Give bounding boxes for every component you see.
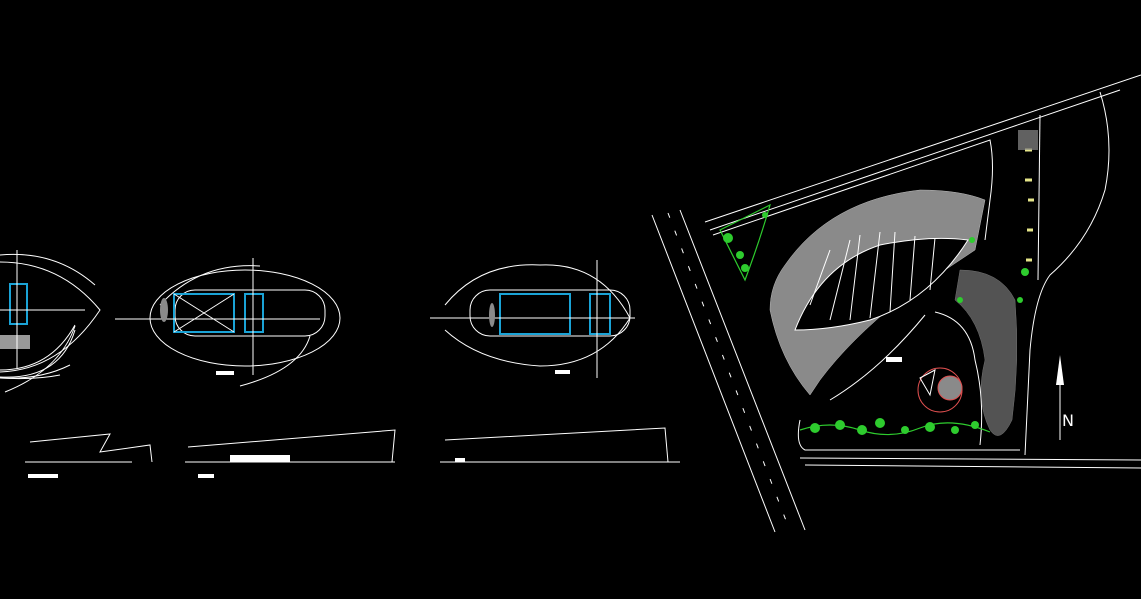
north-arrow-icon: N bbox=[1056, 355, 1074, 440]
site-plan bbox=[651, 74, 1141, 533]
elevations bbox=[25, 427, 680, 478]
floor-plan-center bbox=[115, 258, 341, 387]
north-label: N bbox=[1062, 411, 1074, 430]
floor-plan-right bbox=[430, 260, 635, 378]
floor-plan-left bbox=[0, 250, 101, 393]
